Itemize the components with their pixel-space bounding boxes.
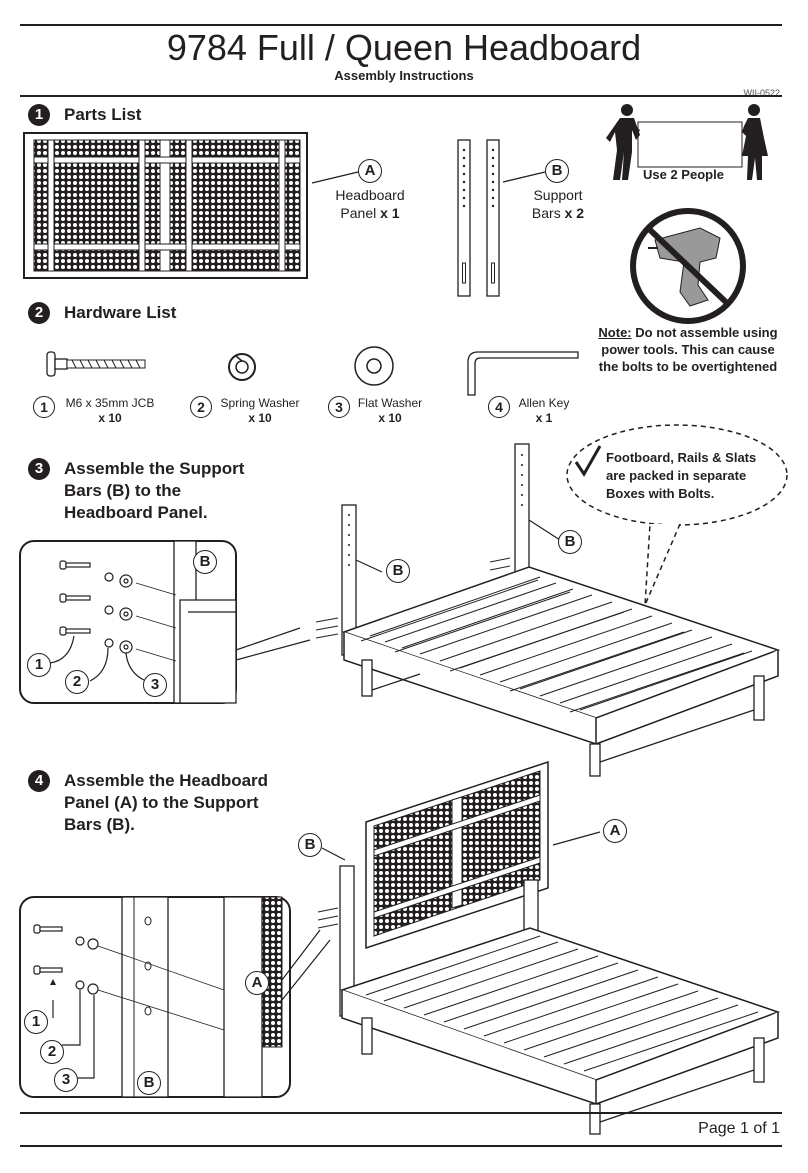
step-4-callout-3: 3	[54, 1068, 78, 1092]
hardware-2-name: Spring Washer	[220, 396, 300, 410]
document-code: WII-0522	[743, 88, 780, 98]
power-tools-note: Note: Do not assemble using power tools.…	[598, 324, 778, 375]
top-rule	[20, 24, 782, 26]
part-a-callout: A	[358, 159, 382, 183]
hardware-3-name: Flat Washer	[357, 396, 423, 410]
step-3-callout-2: 2	[65, 670, 89, 694]
step-2-heading: Hardware List	[64, 303, 177, 322]
step-3-callout-1: 1	[27, 653, 51, 677]
step-3-number: 3	[28, 458, 50, 480]
hardware-2-label: Spring Washer x 10	[216, 396, 304, 426]
step-3-heading: Assemble the Support Bars (B) to the Hea…	[64, 459, 245, 522]
step-4-number: 4	[28, 770, 50, 792]
part-a-label: Headboard Panel x 1	[330, 186, 410, 222]
step-4-callout-a: A	[603, 819, 627, 843]
step-4-heading: Assemble the Headboard Panel (A) to the …	[64, 771, 269, 834]
step-4-callout-b: B	[298, 833, 322, 857]
hardware-3-number: 3	[328, 396, 350, 418]
document-title: 9784 Full / Queen Headboard	[166, 27, 642, 68]
step-3-callout-b-right: B	[558, 530, 582, 554]
footer-bottom-rule	[20, 1145, 782, 1147]
hardware-3-qty: x 10	[378, 411, 402, 425]
step-3-inset-callout-b: B	[193, 550, 217, 574]
header-rule	[20, 95, 782, 97]
hardware-1-label: M6 x 35mm JCB x 10	[60, 396, 160, 426]
use-two-people-label: Use 2 People	[643, 167, 724, 182]
page-number: Page 1 of 1	[698, 1120, 780, 1137]
step-4-inset-callout-b: B	[137, 1071, 161, 1095]
hardware-4-qty: x 1	[535, 411, 553, 425]
footer-top-rule	[20, 1112, 782, 1114]
step-4-callout-2: 2	[40, 1040, 64, 1064]
step-3-callout-3: 3	[143, 673, 167, 697]
step-2-number: 2	[28, 302, 50, 324]
hardware-4-label: Allen Key x 1	[514, 396, 574, 426]
step-4-callout-1: 1	[24, 1010, 48, 1034]
packing-note-text: Footboard, Rails & Slats are packed in s…	[606, 450, 757, 501]
hardware-4-number: 4	[488, 396, 510, 418]
hardware-1-qty: x 10	[98, 411, 122, 425]
part-b-label: Support Bars x 2	[520, 186, 596, 222]
part-b-qty: x 2	[564, 205, 585, 221]
part-a-name: Headboard Panel	[335, 187, 405, 221]
hardware-1-number: 1	[33, 396, 55, 418]
step-4-inset-callout-a: A	[245, 971, 269, 995]
hardware-3-label: Flat Washer x 10	[354, 396, 426, 426]
step-1-heading: Parts List	[64, 105, 142, 124]
step-3-callout-b-left: B	[386, 559, 410, 583]
step-1-number: 1	[28, 104, 50, 126]
hardware-2-qty: x 10	[248, 411, 272, 425]
part-a-qty: x 1	[380, 205, 400, 221]
note-text: Do not assemble using power tools. This …	[598, 325, 778, 374]
hardware-1-name: M6 x 35mm JCB	[65, 396, 155, 410]
part-b-name: Support Bars	[531, 187, 583, 221]
document-subtitle: Assembly Instructions	[334, 68, 474, 83]
hardware-2-number: 2	[190, 396, 212, 418]
note-label: Note:	[598, 325, 632, 340]
hardware-4-name: Allen Key	[518, 396, 570, 410]
part-b-callout: B	[545, 159, 569, 183]
